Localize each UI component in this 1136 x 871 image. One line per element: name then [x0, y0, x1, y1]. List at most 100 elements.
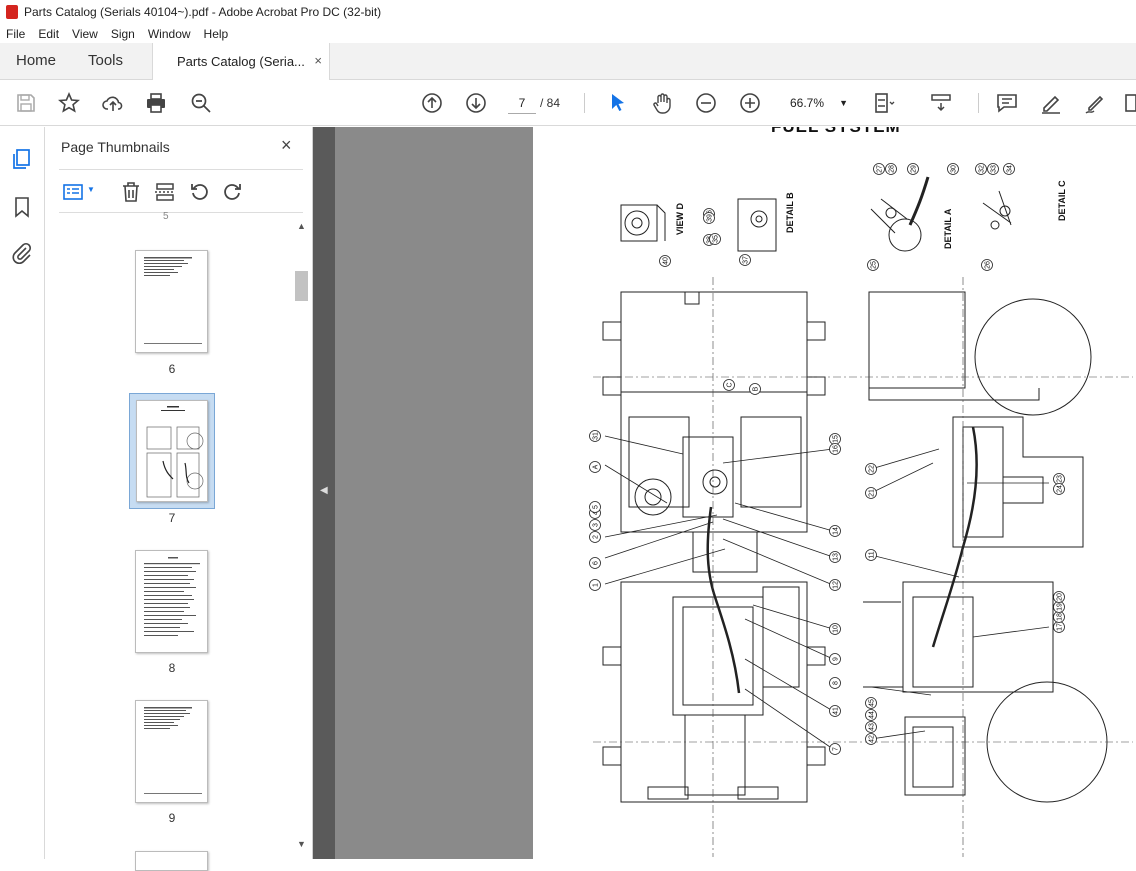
thumbnail-page-7[interactable]	[136, 400, 208, 502]
part-callout: 20	[1053, 591, 1065, 603]
save-icon[interactable]	[14, 91, 38, 115]
detail-label: DETAIL A	[943, 208, 953, 249]
svg-text:5: 5	[593, 505, 600, 509]
star-icon[interactable]	[57, 91, 81, 115]
rotate-left-icon[interactable]	[187, 180, 211, 204]
scroll-up-icon[interactable]: ▲	[297, 221, 306, 231]
svg-text:14: 14	[833, 527, 840, 535]
thumbnail-toolbar: ▼	[59, 169, 303, 213]
thumbnail-page-10[interactable]	[135, 851, 208, 871]
hand-tool-icon[interactable]	[650, 91, 674, 115]
thumbnail-label: 6	[168, 362, 176, 376]
thumbnail-page-8[interactable]	[135, 550, 208, 653]
delete-page-icon[interactable]	[119, 180, 143, 204]
page-number-input[interactable]: 7	[508, 92, 536, 114]
svg-text:26: 26	[985, 261, 992, 269]
draw-sign-icon[interactable]	[1083, 91, 1107, 115]
svg-text:45: 45	[869, 699, 876, 707]
select-cursor-icon[interactable]	[606, 91, 630, 115]
more-tools-icon[interactable]	[1124, 91, 1136, 115]
zoom-level: 66.7%	[790, 96, 825, 110]
tab-document[interactable]: Parts Catalog (Seria... ×	[152, 43, 330, 80]
svg-text:34: 34	[1007, 165, 1014, 173]
thumbnail-page-9[interactable]	[135, 700, 208, 803]
rotate-right-icon[interactable]	[221, 180, 245, 204]
cloud-upload-icon[interactable]	[101, 91, 125, 115]
svg-text:6: 6	[593, 561, 600, 565]
zoom-level-select[interactable]: 66.7% ▼	[782, 92, 852, 114]
print-icon[interactable]	[144, 91, 168, 115]
svg-text:20: 20	[1057, 593, 1064, 601]
scroll-down-icon[interactable]: ▼	[297, 839, 306, 849]
left-nav-rail	[0, 127, 45, 859]
tab-close-icon[interactable]: ×	[314, 53, 322, 68]
part-callout: 39	[703, 212, 715, 224]
menu-edit[interactable]: Edit	[38, 26, 60, 41]
svg-text:29: 29	[911, 165, 918, 173]
zoom-out-icon[interactable]	[694, 91, 718, 115]
menu-window[interactable]: Window	[147, 26, 191, 41]
panel-close-icon[interactable]: ×	[281, 135, 292, 155]
svg-text:27: 27	[877, 165, 884, 173]
part-callout: 8	[829, 677, 841, 689]
panel-collapse-strip[interactable]: ◀	[313, 127, 335, 859]
part-callout: 27	[873, 163, 885, 175]
zoom-in-icon[interactable]	[738, 91, 762, 115]
part-callout: 23	[1053, 473, 1065, 485]
scroll-mode-icon[interactable]	[929, 91, 953, 115]
svg-text:30: 30	[951, 165, 958, 173]
acrobat-app-icon	[6, 5, 18, 19]
svg-text:B: B	[753, 386, 760, 391]
tab-tools[interactable]: Tools	[88, 52, 124, 69]
svg-text:13: 13	[833, 553, 840, 561]
menu-file[interactable]: File	[6, 26, 26, 41]
svg-text:44: 44	[869, 711, 876, 719]
svg-text:32: 32	[979, 165, 986, 173]
previous-page-icon[interactable]	[420, 91, 444, 115]
part-callout: 25	[867, 259, 879, 271]
collapse-arrow-icon[interactable]: ◀	[320, 485, 328, 496]
part-callout: 16	[829, 443, 841, 455]
page-fit-icon[interactable]	[872, 91, 896, 115]
part-callout: 44	[865, 709, 877, 721]
attachment-icon[interactable]	[10, 241, 34, 265]
part-callout: 32	[975, 163, 987, 175]
fuel-system-drawing: VIEW D DETAIL B DETAIL A DETAIL C 403638…	[589, 163, 1133, 857]
part-callout: 24	[1053, 483, 1065, 495]
scroll-thumb[interactable]	[295, 271, 308, 301]
thumbnail-label: 7	[168, 511, 176, 525]
detail-label: VIEW D	[675, 202, 685, 235]
part-callout: 29	[907, 163, 919, 175]
tab-home[interactable]: Home	[16, 52, 57, 69]
thumbnail-scrollbar[interactable]: ▲ ▼	[294, 219, 309, 859]
menu-bar: File Edit View Sign Window Help	[0, 24, 1136, 43]
highlight-pen-icon[interactable]	[1039, 91, 1063, 115]
menu-sign[interactable]: Sign	[110, 26, 135, 41]
page-thumbnails-panel: Page Thumbnails × ▼ ▲ ▼ 5 6	[45, 127, 313, 871]
next-page-icon[interactable]	[464, 91, 488, 115]
svg-text:25: 25	[871, 261, 878, 269]
menu-view[interactable]: View	[72, 26, 98, 41]
part-callout: 21	[865, 487, 877, 499]
part-callout: 42	[865, 733, 877, 745]
part-callout: 2	[589, 531, 601, 543]
chevron-down-icon[interactable]: ▼	[87, 185, 95, 194]
zoom-search-icon[interactable]	[189, 91, 213, 115]
svg-text:3: 3	[593, 523, 600, 527]
svg-text:18: 18	[1057, 613, 1064, 621]
part-callout: 6	[589, 557, 601, 569]
svg-text:11: 11	[869, 551, 876, 558]
menu-help[interactable]: Help	[203, 26, 229, 41]
document-viewer[interactable]: FUEL SYSTEM	[335, 127, 1136, 859]
comment-icon[interactable]	[995, 91, 1019, 115]
thumbnail-page-6[interactable]	[135, 250, 208, 353]
part-callout: C	[723, 379, 735, 391]
thumbnail-options-icon[interactable]	[61, 180, 85, 204]
page-thumbnails-icon[interactable]	[10, 147, 34, 171]
bookmark-icon[interactable]	[10, 195, 34, 219]
extract-pages-icon[interactable]	[153, 180, 177, 204]
part-callout: 10	[829, 623, 841, 635]
svg-text:17: 17	[1057, 623, 1064, 631]
part-callout: 11	[865, 549, 877, 561]
svg-text:15: 15	[833, 435, 840, 443]
